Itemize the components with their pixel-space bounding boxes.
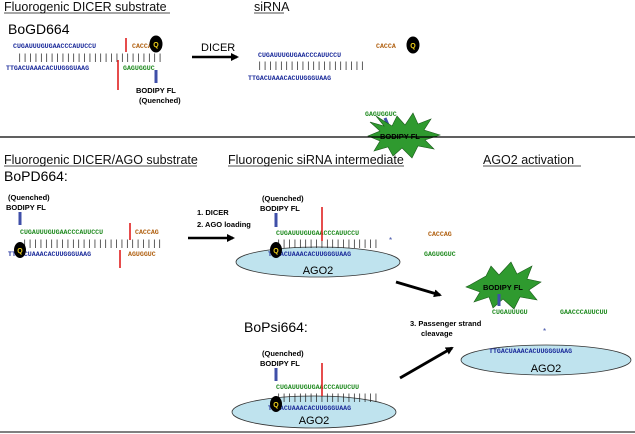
step-ago-loading-label: 2. AGO loading — [197, 220, 251, 229]
bogd-antisense-extension: GAGUGGUC — [123, 65, 155, 72]
bogd-sense-overhang: CACCA — [132, 43, 152, 50]
cleaved-extension: GAGUGGUC — [365, 111, 397, 118]
passenger-cleavage-arrow — [399, 346, 454, 380]
bopsi-antisense-strand: TTGACUAAACACUUGGGUAAG — [268, 405, 351, 412]
sirna-antisense-strand: TTGACUAAACACUUGGGUAAG — [248, 75, 331, 82]
activation-antisense-strand: TTGACUAAACACUUGGGUAAG — [489, 348, 572, 355]
quencher-icon: Q — [270, 242, 282, 258]
svg-text:Q: Q — [17, 248, 23, 255]
construct-bopsi664: BoPsi664: — [244, 319, 308, 335]
bodipy-fl-label: BODIPY FL — [136, 86, 176, 95]
bodipy-fl-label: BODIPY FL — [260, 204, 300, 213]
bopd-base-pairs: |||||||||||||||||||||||||| — [22, 239, 162, 249]
ago2-label: AGO2 — [531, 363, 562, 375]
bogd-sense-strand: CUGAUUUGUGAACCCAUUCCU — [13, 43, 96, 50]
construct-bopd664: BoPD664: — [4, 168, 68, 184]
header-ago2-activation: AGO2 activation — [483, 153, 574, 167]
cleavage-mark: * — [543, 327, 546, 336]
activation-fragment-right: GAACCCAUUCUU — [560, 309, 608, 316]
cleavage-mark: * — [389, 236, 392, 245]
sirna-sense-strand: CUGAUUUGUGAACCCAUUCCU — [258, 52, 341, 59]
step-passenger-cleavage-label: 3. Passenger strand — [410, 319, 482, 328]
construct-bogd664: BoGD664 — [8, 21, 70, 37]
bopd-antisense-overhang: AGUGGUC — [128, 251, 156, 258]
fluorescence-burst — [465, 261, 542, 310]
quenched-label: (Quenched) — [139, 96, 181, 105]
header-sirna: siRNA — [254, 0, 290, 14]
quencher-icon: Q — [270, 396, 282, 412]
ago2-label: AGO2 — [299, 415, 330, 427]
bopd-sense-overhang: CACCAG — [135, 229, 159, 236]
activation-arrow — [395, 280, 442, 298]
fluorescence-burst — [367, 112, 441, 159]
quenched-label: (Quenched) — [262, 194, 304, 203]
ago2-protein — [460, 344, 632, 376]
activation-fragment-left: CUGAUUUGU — [492, 309, 528, 316]
sirna-base-pairs: |||||||||||||||||||| — [257, 61, 365, 71]
quencher-icon: Q — [406, 36, 420, 54]
bodipy-fl-label: BODIPY FL — [6, 203, 46, 212]
intermediate-sense-strand: CUGAUUUGUGAACCCAUUCCU — [276, 230, 359, 237]
step-passenger-cleavage-label-2: cleavage — [421, 329, 453, 338]
intermediate-cleaved-extension: GAGUGGUC — [424, 251, 456, 258]
bogd-antisense-strand: TTGACUAAACACUUGGGUAAG — [6, 65, 89, 72]
ago2-label: AGO2 — [303, 265, 334, 277]
quenched-label: (Quenched) — [8, 193, 50, 202]
bopd-sense-strand: CUGAUUUGUGAACCCAUUCCU — [20, 229, 103, 236]
bogd-base-pairs: ||||||||||||||||||||||||||| — [17, 53, 163, 63]
header-fluorogenic-sirna-intermediate: Fluorogenic siRNA intermediate — [228, 153, 404, 167]
svg-text:Q: Q — [273, 248, 279, 255]
bopsi-base-pairs: ||||||||||||||||||| — [276, 393, 379, 403]
dicer-step-label: DICER — [201, 42, 235, 54]
step-dicer-label: 1. DICER — [197, 208, 229, 217]
header-fluorogenic-dicer-ago-substrate: Fluorogenic DICER/AGO substrate — [4, 153, 198, 167]
svg-text:Q: Q — [410, 43, 416, 50]
header-fluorogenic-dicer-substrate: Fluorogenic DICER substrate — [4, 0, 167, 14]
cleaved-overhang: CACCA — [376, 43, 396, 50]
quencher-icon: Q — [149, 35, 163, 53]
quencher-icon: Q — [14, 242, 26, 258]
quenched-label: (Quenched) — [262, 349, 304, 358]
bopsi-sense-strand: CUGAUUUGUGAACCCAUUCUU — [276, 384, 359, 391]
intermediate-antisense-strand: TTGACUAAACACUUGGGUAAG — [268, 251, 351, 258]
intermediate-cleaved-overhang: CACCAG — [428, 231, 452, 238]
svg-text:Q: Q — [273, 402, 279, 409]
intermediate-base-pairs: ||||||||||||||||||| — [276, 239, 379, 249]
bopd-antisense-strand: TTGACUAAACACUUGGGUAAG — [8, 251, 91, 258]
bodipy-fl-label: BODIPY FL — [260, 359, 300, 368]
bodipy-fl-label: BODIPY FL — [483, 283, 523, 292]
svg-text:Q: Q — [153, 42, 159, 49]
